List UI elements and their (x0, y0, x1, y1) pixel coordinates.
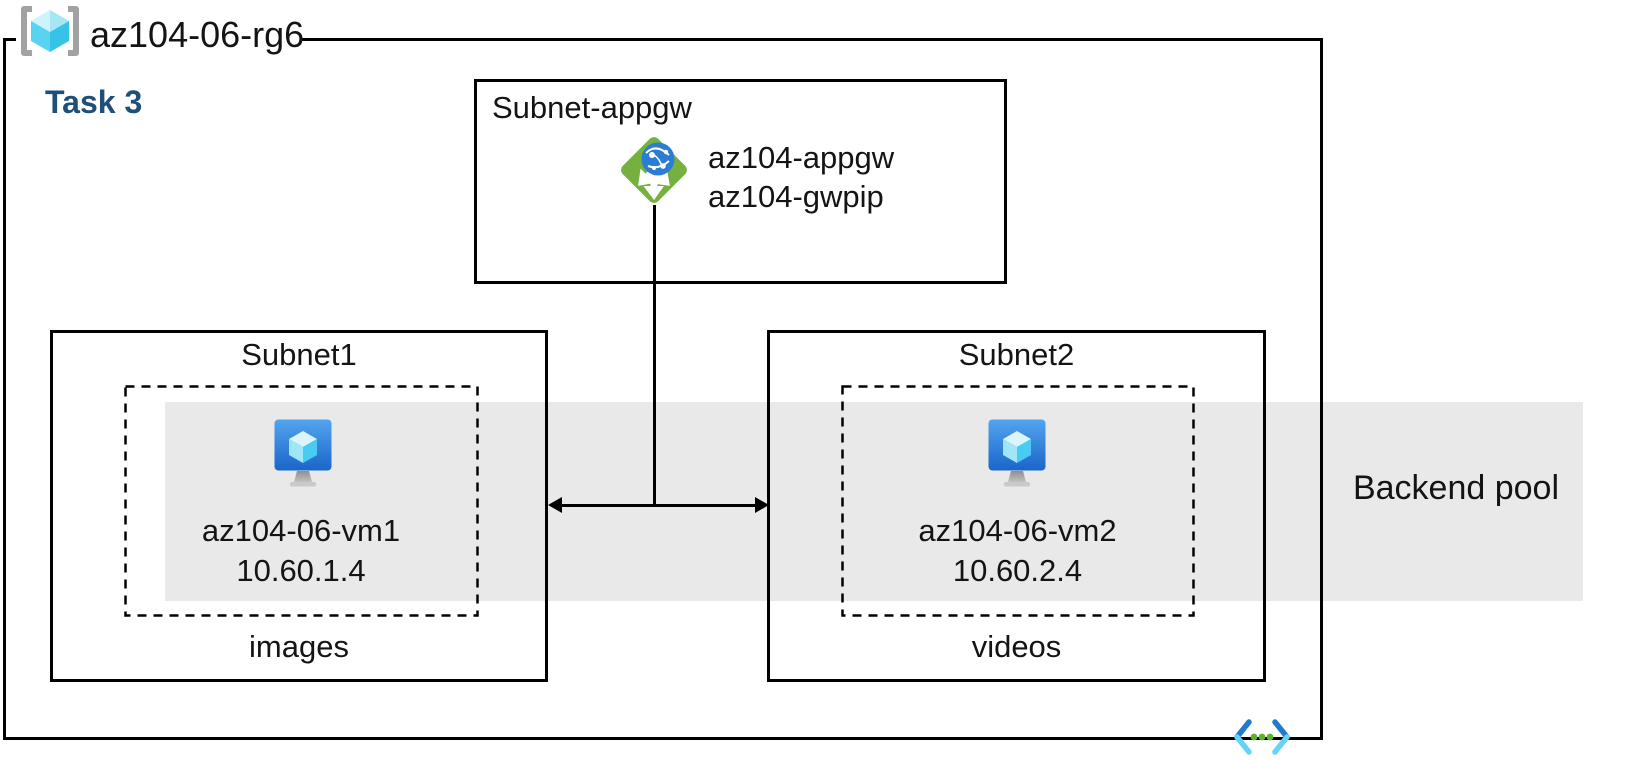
vm1-name: az104-06-vm1 (201, 513, 401, 548)
virtual-machine-icon (274, 419, 332, 487)
virtual-network-icon (1234, 719, 1290, 755)
virtual-machine-icon (988, 419, 1046, 487)
appgw-subnet-title: Subnet-appgw (492, 90, 692, 125)
backend-connector-line (559, 504, 757, 507)
arrowhead-right-icon (755, 497, 769, 513)
resource-group-border-gap (16, 34, 302, 45)
resource-group-name: az104-06-rg6 (90, 14, 305, 55)
vm1-dashed-boundary (124, 385, 479, 617)
resource-group-box (3, 38, 1323, 740)
vm2-name: az104-06-vm2 (918, 513, 1117, 548)
subnet1-box (50, 330, 548, 682)
subnet2-title: Subnet2 (958, 337, 1075, 372)
application-gateway-name: az104-appgw (708, 140, 895, 175)
vm2-ip-address: 10.60.2.4 (952, 553, 1083, 588)
appgw-subnet-box (474, 79, 1007, 284)
vm2-dashed-boundary (841, 385, 1195, 617)
backend-pool-band (165, 402, 1583, 601)
arrowhead-left-icon (548, 497, 562, 513)
application-gateway-icon (621, 137, 687, 203)
subnet2-container-label: videos (971, 629, 1062, 664)
subnet1-title: Subnet1 (241, 337, 357, 372)
vm1-ip-address: 10.60.1.4 (236, 553, 366, 588)
backend-pool-label: Backend pool (1352, 469, 1560, 507)
task-label: Task 3 (45, 84, 143, 120)
gateway-connector-line (653, 205, 656, 506)
subnet1-container-label: images (249, 629, 349, 664)
resource-group-icon (21, 6, 79, 56)
gateway-public-ip-name: az104-gwpip (708, 179, 884, 214)
